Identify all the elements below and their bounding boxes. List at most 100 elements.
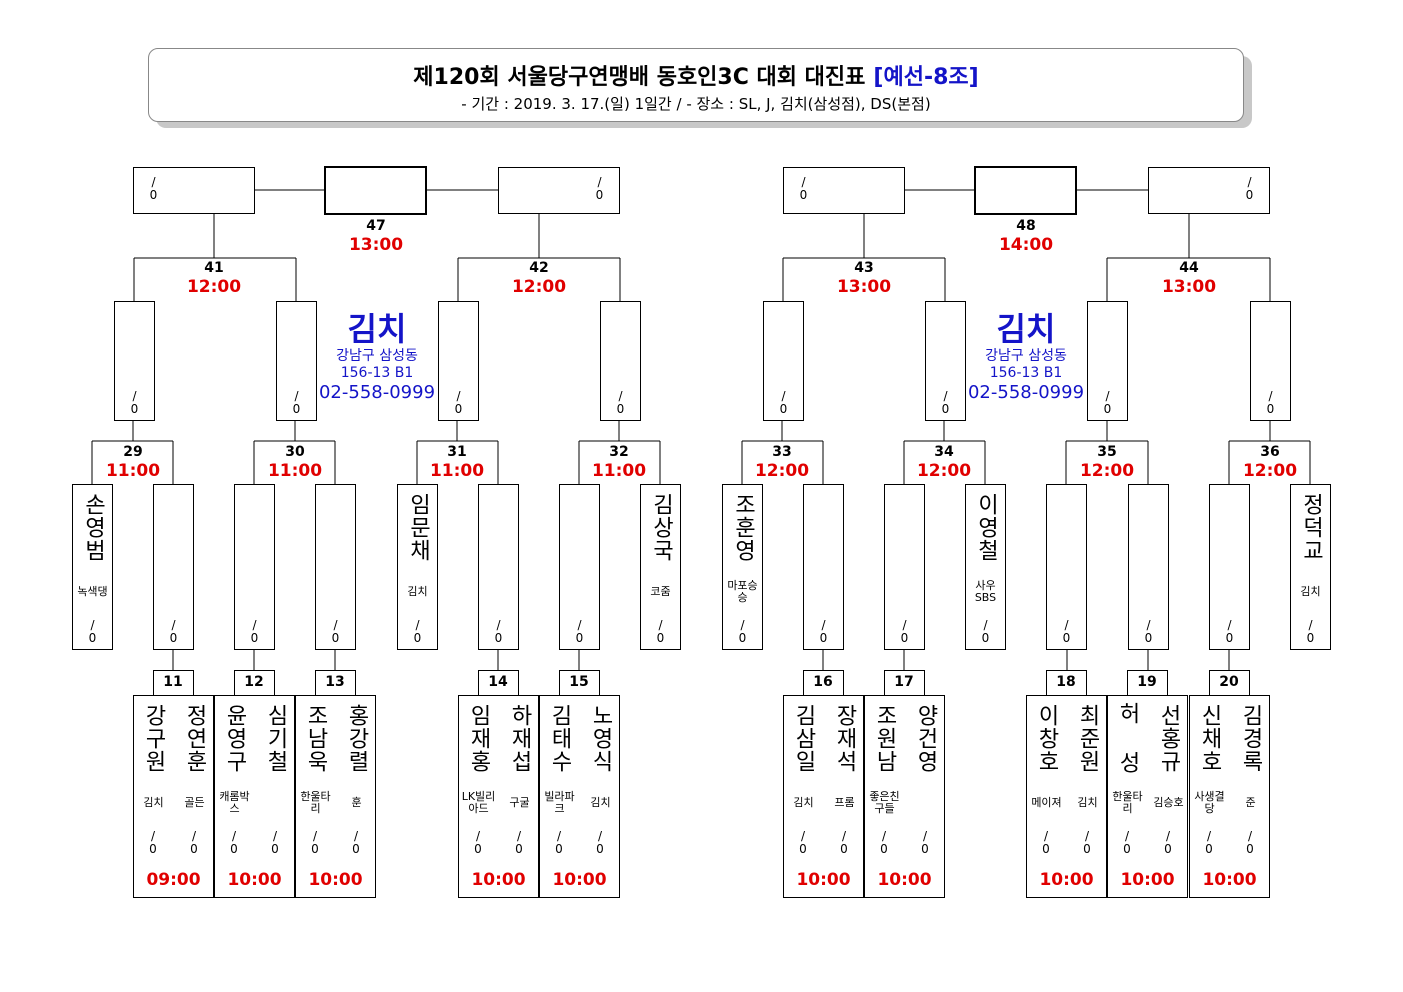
match-number: 13 [325,674,345,690]
first-round-block [539,695,620,898]
player-name: 김삼일 [791,703,816,773]
page-subtitle: - 기간 : 2019. 3. 17.(일) 1일간 / - 장소 : SL, … [461,95,931,113]
score-slash: / [902,617,907,632]
venue-address-detail: 156-13 B1 [340,365,414,381]
score-cell: /0 [174,828,214,860]
player-box [315,484,356,650]
score-slash: / [1043,829,1049,843]
score-cell: /0 [153,616,194,649]
score-value: 0 [1245,188,1254,202]
match-time: 12:00 [511,277,567,297]
score-cell: /0 [580,828,620,860]
venue-address: 강남구 삼성동 [985,348,1067,364]
player-name: 조훈영 [730,492,756,562]
player-club: 한울타리 [1112,790,1143,815]
score-slash: / [597,175,602,189]
match-time: 14:00 [998,235,1054,255]
match-number: 47 [366,218,386,234]
player-club: 녹색댕 [77,585,108,598]
match-time: 10:00 [1039,869,1094,890]
semifinal-box-left [783,167,905,214]
score-slash: / [151,175,156,189]
score-cell: /0 [905,828,945,860]
score-slash: / [781,389,786,403]
score-cell: /0 [458,828,498,860]
player-name: 이창호 [1034,703,1059,773]
player-club: 마포승승 [727,579,758,604]
score-value: 0 [981,630,990,645]
semifinal-box-right [1148,167,1270,214]
match-time: 11:00 [591,461,647,481]
round-box [1087,301,1128,421]
match-number: 42 [529,260,549,276]
score-cell: /0 [478,616,519,649]
first-round-block [295,695,376,898]
score-value: 0 [1103,402,1112,416]
score-slash: / [1146,617,1151,632]
score-slash: / [252,617,257,632]
score-cell: /0 [600,388,641,420]
match-number: 35 [1097,444,1117,460]
player-box [803,484,844,650]
score-cell: /0 [884,616,925,649]
match-time: 10:00 [552,869,607,890]
score-slash: / [577,617,582,632]
match-time: 11:00 [105,461,161,481]
score-value: 0 [1164,842,1172,856]
player-name: 홍강렬 [344,703,369,773]
score-cell: /0 [722,616,763,649]
player-club: 골든 [184,796,205,809]
score-value: 0 [250,630,259,645]
player-box [397,484,438,650]
score-slash: / [1247,175,1252,189]
match-number: 44 [1179,260,1199,276]
score-cell: /0 [925,388,966,420]
player-club: 김치 [590,796,611,809]
score-slash: / [456,389,461,403]
score-slash: / [1247,829,1253,843]
score-value: 0 [352,842,360,856]
match-time: 10:00 [877,869,932,890]
score-cell: /0 [1229,170,1270,210]
title-text: 제120회 서울당구연맹배 동호인3C 대회 대진표 [413,65,866,90]
score-slash: / [1105,389,1110,403]
score-cell: /0 [438,388,479,420]
score-slash: / [150,829,156,843]
match-number: 43 [854,260,874,276]
player-club: 좋은친구들 [869,790,900,815]
score-slash: / [272,829,278,843]
score-slash: / [191,829,197,843]
match-number-box [1127,670,1168,696]
player-name: 임문채 [405,492,431,562]
score-cell: /0 [559,616,600,649]
player-box [1046,484,1087,650]
match-time: 10:00 [308,869,363,890]
score-cell: /0 [539,828,579,860]
score-value: 0 [819,630,828,645]
match-time: 10:00 [1202,869,1257,890]
score-slash: / [597,829,603,843]
score-slash: / [415,617,420,632]
score-slash: / [1064,617,1069,632]
match-time: 12:00 [754,461,810,481]
player-name: 조원남 [872,703,897,773]
match-time: 10:00 [471,869,526,890]
match-number: 29 [123,444,143,460]
player-club: 구굴 [509,796,530,809]
score-cell: /0 [640,616,681,649]
score-value: 0 [413,630,422,645]
score-slash: / [171,617,176,632]
player-name: 김경록 [1238,703,1263,773]
score-slash: / [881,829,887,843]
score-cell: /0 [965,616,1006,649]
score-cell: /0 [1230,828,1270,860]
score-value: 0 [738,630,747,645]
match-number-box [1046,670,1087,696]
round-box [600,301,641,421]
first-round-block [133,695,214,898]
score-cell: /0 [1209,616,1250,649]
venue-name: 김치 [347,310,407,348]
score-value: 0 [88,630,97,645]
player-club: 빌라파크 [544,790,575,815]
